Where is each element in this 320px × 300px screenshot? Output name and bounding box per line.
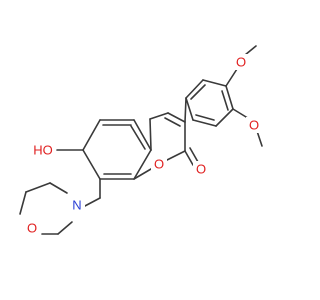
bond [133,168,152,180]
bond [133,119,152,151]
bond [185,97,194,121]
bond [130,125,146,150]
bond [166,150,186,161]
atom-label: O [249,118,259,133]
bond [149,118,152,151]
bond [221,90,229,111]
bond [202,79,227,87]
bond [184,150,194,166]
methoxy-oxygen-top: O [233,54,249,70]
bond [215,108,234,127]
bond [185,79,204,99]
bond [225,68,238,87]
morpholine-oxygen: O [24,220,40,236]
bond [184,97,187,123]
methoxy-oxygen-mid: O [246,117,262,133]
bond [192,119,217,127]
atom-label-bg [24,220,40,236]
atom-label-bg [32,141,56,159]
bonds [19,45,263,235]
morpholine-nitrogen: N [69,197,85,213]
bond [57,221,73,235]
atom-label: O [196,162,206,177]
atom-label-bg [151,156,167,172]
atom-label: O [27,221,37,236]
bond [167,112,186,123]
atom-label: O [236,55,246,70]
atom-label-bg [233,54,249,70]
bond [225,85,234,110]
bond [82,197,101,208]
atom-label-bg [69,197,85,213]
bond [256,130,263,147]
bond [244,45,257,56]
bond [82,149,101,180]
molecule-canvas: O O HO O O N O [19,45,263,236]
atom-label: O [154,157,164,172]
bond [133,149,152,180]
bond [164,117,181,127]
carbonyl-oxygen: O [193,161,209,177]
atom-label: N [72,198,81,213]
atom-label: HO [33,143,53,158]
bond [82,119,101,151]
atom-label-bg [193,161,209,177]
bond [190,84,206,100]
hydroxy-group: HO [32,141,56,159]
bond [189,147,199,163]
bond [149,112,169,120]
bond [19,191,27,215]
atoms: O O HO O O N O [24,54,262,236]
ring-oxygen: O [151,156,167,172]
atom-label-bg [246,117,262,133]
bond [49,182,68,194]
bond [195,114,215,121]
bond [25,182,51,193]
structure-diagram: O O HO O O N O [19,45,263,236]
